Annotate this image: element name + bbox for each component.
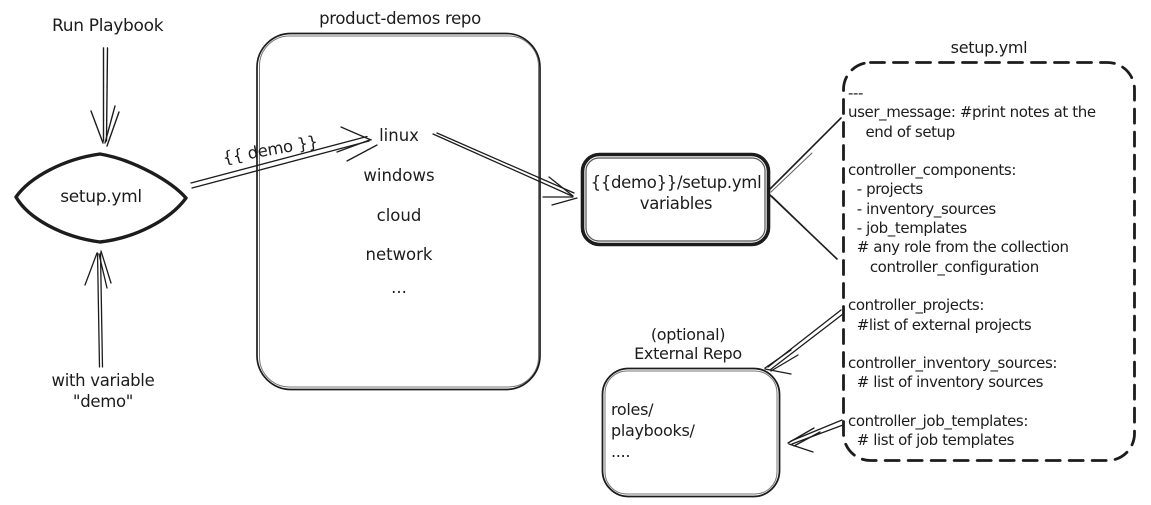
external-repo-box [601, 367, 781, 498]
fan-connector [768, 117, 842, 260]
external-repo-label: (optional) External Repo [634, 325, 742, 363]
repo-title: product-demos repo [319, 9, 481, 28]
demo-arrow [190, 126, 378, 189]
variables-box-label: {{demo}}/setup.yml variables [590, 173, 762, 213]
variables-box [580, 152, 771, 247]
repo-item-cloud: cloud [376, 206, 422, 225]
setup-yml-box [842, 61, 1136, 462]
projects-arrow [764, 309, 844, 375]
variable-note: with variable "demo" [51, 371, 155, 411]
decision-label: setup.yml [60, 187, 142, 207]
linux-to-variables-arrow [432, 132, 578, 206]
variable-arrow [84, 250, 112, 368]
setup-yml-title: setup.yml [950, 38, 1028, 57]
repo-item-network: network [365, 245, 433, 264]
external-repo-content: roles/ playbooks/ .... [611, 400, 695, 461]
repo-item-windows: windows [363, 166, 435, 185]
run-playbook-arrow [90, 47, 120, 147]
product-demos-box [256, 32, 541, 391]
job-templates-arrow [787, 419, 844, 453]
repo-item-ellipsis: ... [391, 278, 407, 297]
decision-diamond [14, 152, 188, 244]
setup-yml-content: --- user_message: #print notes at the en… [848, 84, 1096, 450]
run-playbook-label: Run Playbook [52, 16, 164, 36]
repo-item-linux: linux [379, 126, 419, 145]
